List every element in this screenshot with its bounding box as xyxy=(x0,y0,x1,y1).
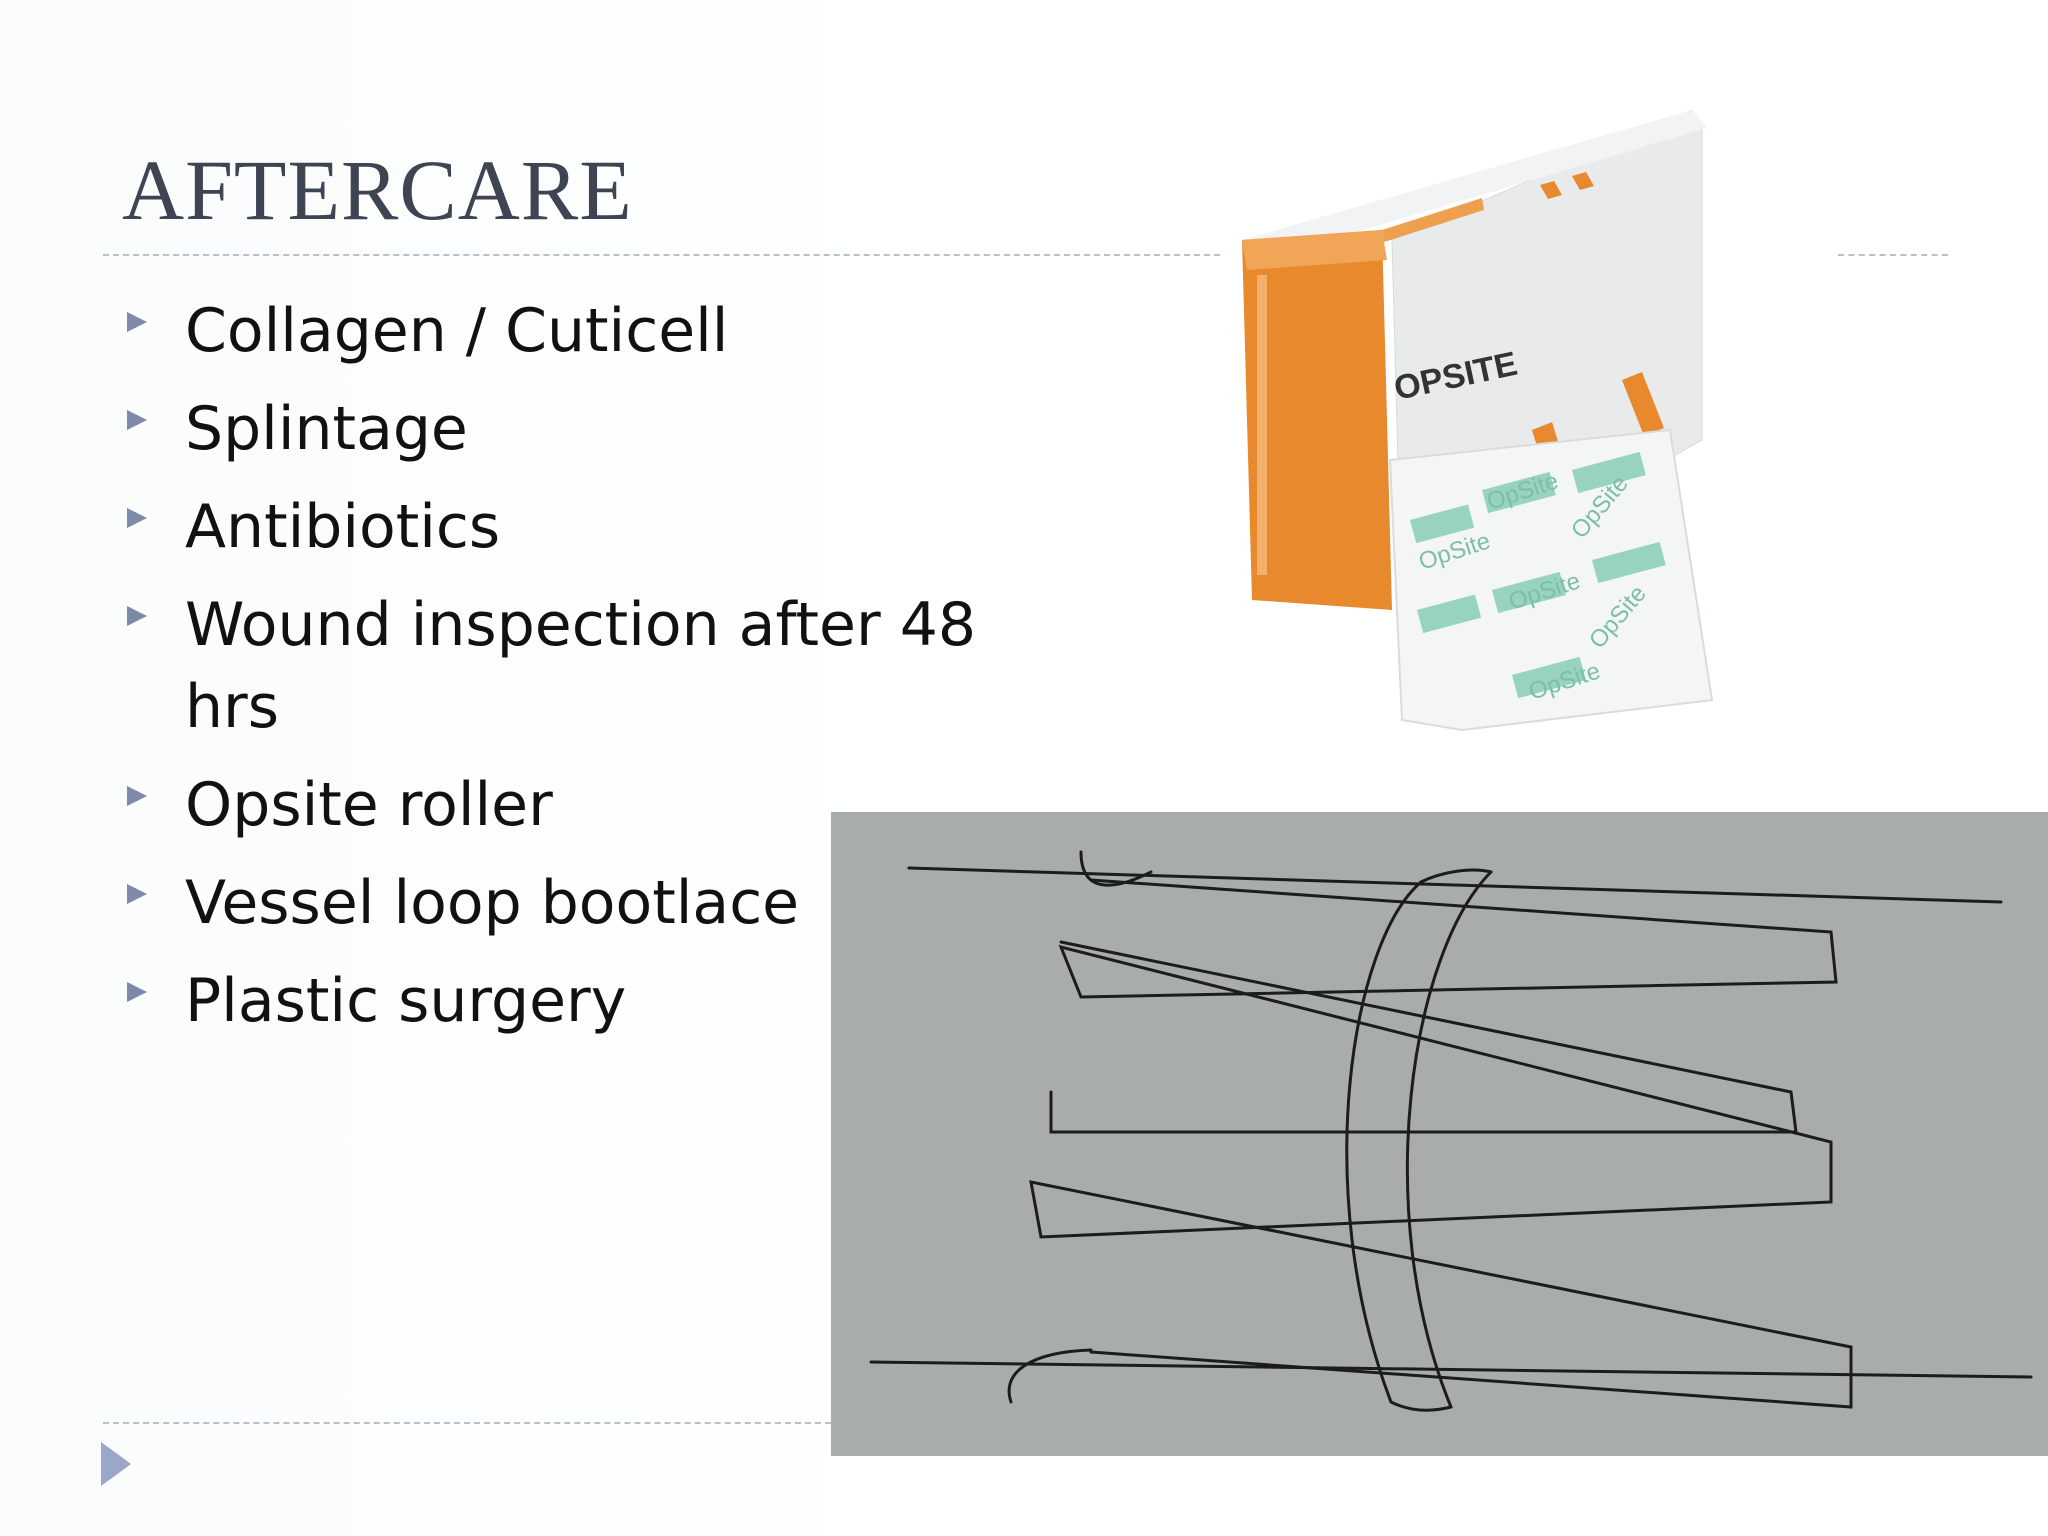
bullet-text: Vessel loop bootlace xyxy=(185,868,800,938)
bullet-text: Splintage xyxy=(185,394,468,464)
title-divider-left xyxy=(103,254,1220,256)
bullet-arrow-icon xyxy=(127,410,147,430)
bullet-item: Splintage xyxy=(122,388,1022,470)
bullet-item: Plastic surgery xyxy=(122,960,1022,1042)
bullet-arrow-icon xyxy=(127,884,147,904)
bullet-text: Antibiotics xyxy=(185,492,501,562)
bootlace-drawing-photo xyxy=(831,812,2048,1456)
bullet-item: Antibiotics xyxy=(122,486,1022,568)
bullet-item: Collagen / Cuticell xyxy=(122,290,1022,372)
slide-title: AFTERCARE xyxy=(122,142,633,238)
bullet-arrow-icon xyxy=(127,786,147,806)
bullet-list: Collagen / Cuticell Splintage Antibiotic… xyxy=(122,290,1022,1058)
slide-nav-arrow-icon[interactable] xyxy=(101,1442,131,1486)
bullet-item: Wound inspection after 48 hrs xyxy=(122,584,1025,748)
title-divider-right xyxy=(1838,254,1948,256)
bullet-arrow-icon xyxy=(127,982,147,1002)
bullet-text: Plastic surgery xyxy=(185,966,627,1036)
bullet-item: Opsite roller xyxy=(122,764,1022,846)
bullet-arrow-icon xyxy=(127,606,147,626)
bullet-item: Vessel loop bootlace xyxy=(122,862,1022,944)
bullet-arrow-icon xyxy=(127,312,147,332)
bullet-arrow-icon xyxy=(127,508,147,528)
footer-divider xyxy=(103,1422,831,1424)
bullet-text: Wound inspection after 48 hrs xyxy=(185,590,977,742)
bullet-text: Collagen / Cuticell xyxy=(185,296,729,366)
opsite-box-photo: OPSITE OpSite OpSite OpSite OpSite OpSit… xyxy=(1242,110,1714,732)
bullet-text: Opsite roller xyxy=(185,770,553,840)
